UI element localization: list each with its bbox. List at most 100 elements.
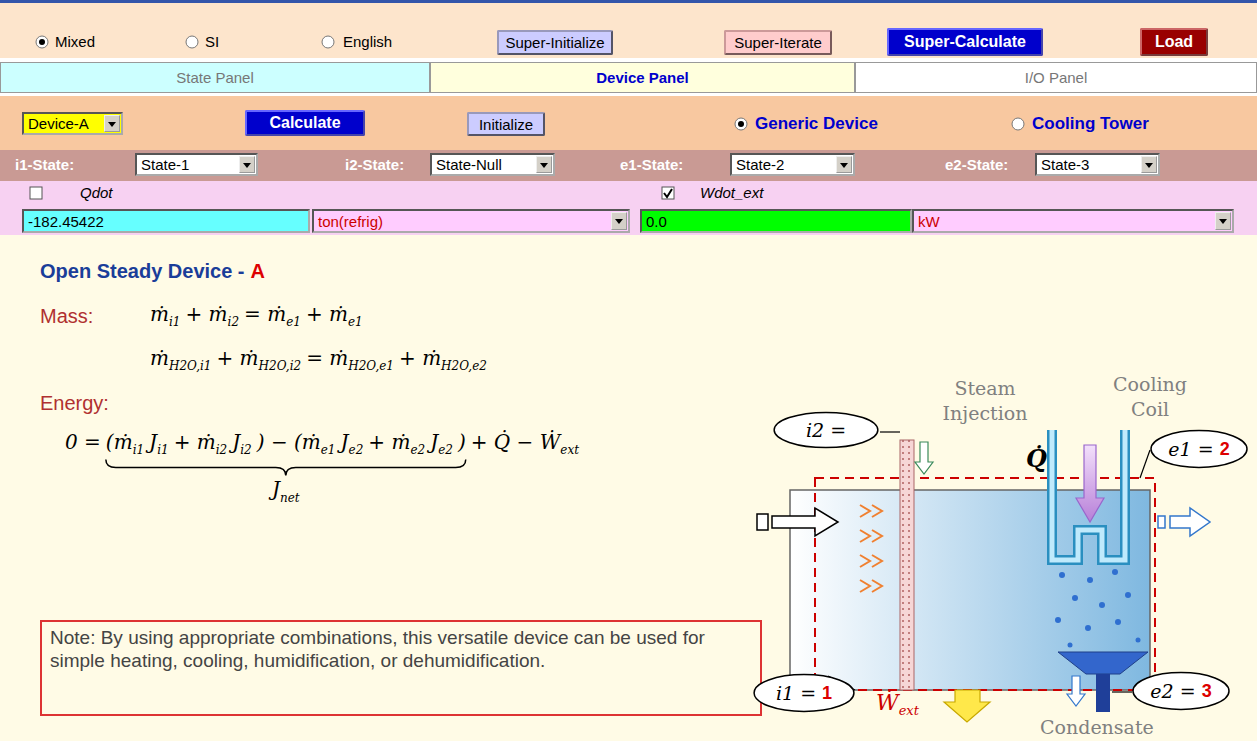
label-text: + ṁ — [174, 430, 216, 454]
label-text: Ẇ — [876, 690, 899, 715]
dropdown: ton(refrig) — [312, 209, 630, 233]
tab: I/O Panel — [855, 62, 1257, 93]
subscript: ext — [899, 703, 919, 718]
subscript: e1 — [321, 443, 336, 457]
label-text: J — [272, 477, 280, 501]
label-text: A — [251, 260, 265, 282]
checkboxes — [30, 187, 674, 199]
subscript: e1 — [286, 315, 301, 329]
label-text: J — [341, 430, 349, 454]
dropdown-arrow — [536, 156, 552, 173]
dropdown: State-Null — [430, 153, 555, 176]
label-text: 0 = — [65, 430, 101, 454]
label-text: + ṁ — [368, 430, 410, 454]
label-group: Q̇ — [1026, 444, 1047, 473]
node-text: ton(refrig) — [318, 213, 383, 230]
subscript: net — [280, 491, 300, 505]
label-text: = ṁ — [244, 302, 286, 326]
label-group: Cooling Tower — [1032, 114, 1149, 134]
node-text: Super-Initialize — [505, 34, 604, 51]
dropdown: State-3 — [1035, 153, 1160, 176]
callout-text: i1 = — [776, 682, 816, 704]
label-text: ṁ — [150, 346, 169, 370]
subscript: i1 — [157, 443, 168, 457]
node-text: Super-Calculate — [904, 33, 1026, 51]
dropdown-arrow — [1215, 212, 1231, 230]
label-text: J — [232, 430, 240, 454]
dropdown: State-1 — [135, 153, 258, 176]
note-box: Note: By using appropriate combinations,… — [40, 620, 762, 716]
label-text: i2-State: — [345, 156, 404, 173]
label-group: Cooling Coil — [1100, 372, 1200, 421]
callout-ellipse: i1 = 1 — [752, 672, 856, 714]
callout-text: i2 = — [806, 419, 846, 441]
label-group: Steam Injection — [935, 376, 1035, 425]
callout-ellipse: i2 = — [772, 410, 880, 450]
node-text: 0.0 — [646, 213, 667, 230]
label-text: + Q̇ − Ẇ — [471, 430, 561, 454]
label-group: Wdot_ext — [700, 184, 763, 201]
subscript: H2O,i1 — [169, 359, 212, 373]
subscript: e2 — [349, 443, 364, 457]
callout-text: 1 — [822, 683, 832, 704]
label-text: e2-State: — [945, 156, 1008, 173]
label-text: + ṁ — [399, 346, 441, 370]
dropdown: State-2 — [730, 153, 855, 176]
label-text: Q̇ — [1026, 444, 1047, 473]
label-text: Condensate — [1040, 716, 1154, 738]
label-group: 0 =(ṁi1Ji1+ ṁi2Ji2) − (ṁe1Je2+ ṁe2Je2)+ … — [65, 430, 579, 457]
subscript: H2O,i2 — [259, 359, 302, 373]
node-text: Note: By using appropriate combinations,… — [50, 626, 752, 672]
node-text: State-2 — [736, 156, 784, 173]
dropdown: Device-A — [22, 112, 123, 135]
subscript: i2 — [228, 315, 239, 329]
label-text: Mixed — [55, 33, 95, 50]
label-text: Energy: — [40, 392, 109, 414]
label-group: i2-State: — [345, 156, 404, 173]
label-group: Jnet — [272, 477, 300, 504]
dropdown-arrow — [1141, 156, 1157, 173]
subscript: i2 — [216, 443, 227, 457]
subscript: ext — [560, 443, 579, 457]
button: Load — [1140, 28, 1208, 56]
node-text: Calculate — [269, 114, 340, 132]
label-group: Generic Device — [755, 114, 878, 134]
node-text: Super-Iterate — [734, 34, 822, 51]
label-text: (ṁ — [106, 430, 133, 454]
label-text: J — [430, 430, 438, 454]
label-text: = ṁ — [306, 346, 348, 370]
tab: Device Panel — [430, 62, 855, 93]
label-text: Cooling Tower — [1032, 114, 1149, 133]
label-group: English — [343, 33, 392, 50]
label-group: i1-State: — [15, 156, 74, 173]
node-text: I/O Panel — [1025, 69, 1088, 86]
subscript: H2O,e2 — [441, 359, 487, 373]
callout-ellipse: e1 =2 — [1149, 428, 1249, 470]
label-group: Energy: — [40, 392, 109, 415]
subscript: i2 — [240, 443, 251, 457]
check-band — [0, 181, 1257, 207]
subscript: i1 — [133, 443, 144, 457]
dropdown-arrow — [104, 115, 120, 132]
node-text: State Panel — [176, 69, 254, 86]
button: Super-Iterate — [724, 30, 832, 55]
dropdown: kW — [912, 209, 1234, 233]
node-text: State-3 — [1041, 156, 1089, 173]
label-text: Open Steady Device - — [40, 260, 245, 282]
label-group: Mass: — [40, 305, 93, 328]
callout-ellipse: e2 =3 — [1131, 670, 1231, 712]
node-text: State-Null — [436, 156, 502, 173]
label-text: ṁ — [150, 302, 169, 326]
label-group: Condensate — [1040, 716, 1154, 738]
toolbar-band — [0, 0, 1257, 58]
label-group: e2-State: — [945, 156, 1008, 173]
label-group: Qdot — [80, 184, 113, 201]
dropdown-arrow — [611, 212, 627, 230]
label-group: e1-State: — [620, 156, 683, 173]
label-text: Qdot — [80, 184, 113, 201]
callout-text: e1 = — [1168, 438, 1213, 460]
label-text: + ṁ — [217, 346, 259, 370]
button: Super-Calculate — [887, 28, 1043, 56]
label-text: SI — [205, 33, 219, 50]
